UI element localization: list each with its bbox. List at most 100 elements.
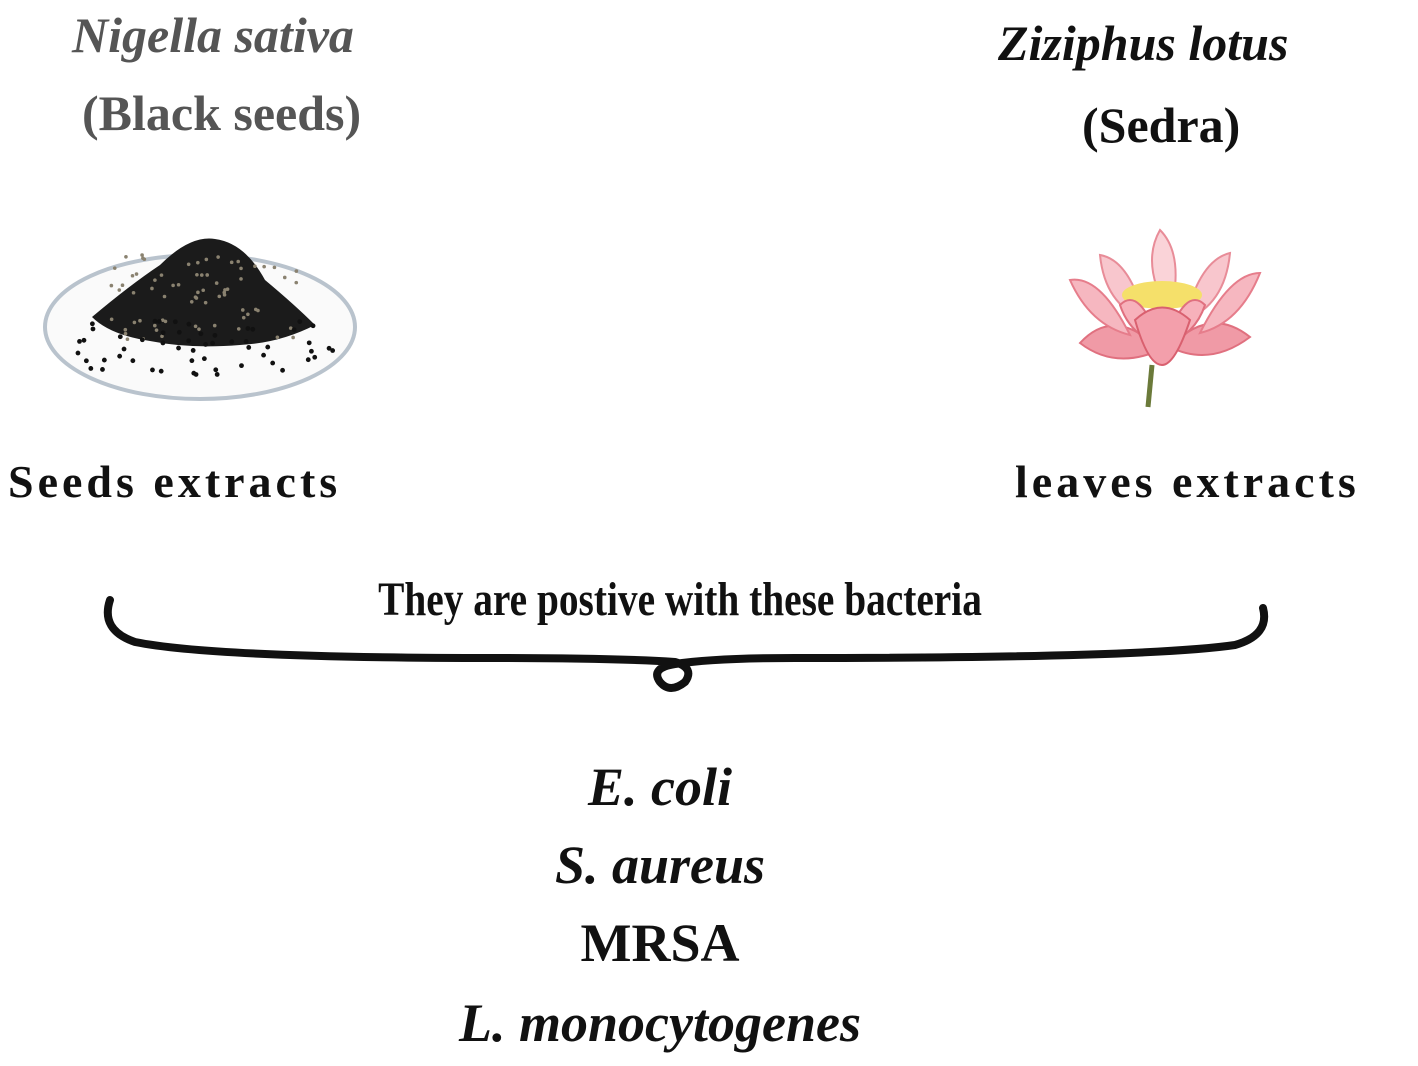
scattered-seed [210, 340, 215, 346]
seed-speck [131, 290, 136, 295]
scattered-seed [89, 321, 95, 327]
scattered-seed [160, 340, 166, 346]
seed-speck [141, 256, 145, 260]
scattered-seed [309, 348, 314, 354]
seed-speck [291, 335, 295, 340]
bacteria-item-s-aureus: S. aureus [554, 835, 766, 895]
scattered-seed [246, 345, 252, 350]
seed-speck [203, 300, 208, 305]
bacteria-item-mrsa: MRSA [580, 913, 740, 973]
scattered-seed [117, 334, 123, 340]
seed-speck [222, 293, 227, 297]
seed-speck [204, 257, 209, 262]
seed-speck [176, 282, 181, 287]
bacteria-item-e-coli: E. coli [588, 757, 732, 817]
scattered-seed [88, 366, 94, 371]
scattered-seed [330, 348, 336, 353]
seed-speck [120, 283, 125, 288]
seed-speck [241, 315, 246, 320]
seed-speck [216, 255, 220, 259]
seed-speck [236, 259, 241, 264]
seed-speck [199, 273, 204, 277]
seed-speck [212, 323, 217, 328]
seed-speck [195, 272, 199, 277]
seed-speck [123, 331, 128, 336]
seed-speck [140, 253, 144, 257]
scattered-seed [297, 319, 303, 324]
scattered-seed [239, 363, 244, 369]
scattered-seed [306, 340, 312, 346]
scattered-seed [265, 344, 271, 350]
scattered-seed [100, 367, 105, 372]
seed-speck [253, 264, 257, 269]
seed-speck [196, 260, 200, 265]
scattered-seed [139, 337, 145, 343]
seed-speck [132, 320, 137, 325]
seed-speck [109, 317, 114, 322]
seed-speck [196, 290, 200, 295]
right-plant-scientific-name: Ziziphus lotus [998, 15, 1289, 71]
seed-speck [163, 319, 168, 324]
scattered-seed [90, 326, 96, 332]
scattered-seed [201, 356, 207, 362]
scattered-seed [158, 368, 164, 374]
left-plant-scientific-name: Nigella sativa [72, 7, 354, 63]
seed-speck [150, 286, 154, 291]
seed-speck [272, 265, 277, 270]
scattered-seed [261, 352, 266, 358]
scattered-seed [75, 350, 81, 356]
seed-speck [205, 273, 210, 277]
seed-speck [275, 335, 280, 340]
seed-speck [197, 327, 201, 331]
scattered-seed [326, 345, 332, 351]
seed-speck [246, 312, 250, 317]
scattered-seed [198, 331, 204, 337]
bacteria-item-l-monocytogenes: L. monocytogenes [459, 993, 861, 1053]
seed-speck [186, 262, 191, 267]
seed-speck [229, 260, 234, 265]
scattered-seed [152, 318, 158, 324]
seed-speck [154, 328, 159, 332]
seed-speck [201, 288, 206, 293]
right-extract-label: leaves extracts [1015, 456, 1360, 507]
seed-speck [160, 318, 165, 322]
scattered-seed [176, 345, 181, 351]
seed-speck [153, 323, 157, 328]
seed-speck [123, 327, 128, 332]
scattered-seed [77, 338, 82, 344]
right-plant-common-name: (Sedra) [1082, 97, 1241, 153]
scattered-seed [203, 342, 209, 347]
brace-caption: They are postive with these bacteria [378, 573, 982, 626]
seed-speck [171, 283, 175, 288]
seed-speck [282, 275, 287, 280]
scattered-seed [270, 360, 276, 366]
seed-speck [134, 272, 139, 276]
seed-speck [125, 337, 130, 341]
scattered-seed [291, 327, 297, 333]
scattered-seed [130, 358, 136, 364]
seed-speck [253, 307, 258, 312]
seed-speck [153, 278, 157, 282]
scattered-seed [214, 372, 220, 377]
scattered-seed [245, 326, 251, 331]
seed-speck [288, 326, 293, 330]
seed-speck [117, 288, 122, 292]
seed-speck [294, 280, 299, 285]
seed-speck [239, 266, 243, 271]
seed-speck [130, 273, 135, 278]
scattered-seed [186, 321, 192, 327]
scattered-seed [250, 326, 256, 332]
scattered-seed [176, 329, 182, 335]
seed-speck [112, 266, 117, 270]
scattered-seed [229, 339, 235, 345]
left-extract-label: Seeds extracts [8, 456, 342, 507]
scattered-seed [160, 330, 166, 336]
seed-speck [240, 308, 245, 312]
seed-speck [193, 324, 198, 329]
seed-speck [162, 294, 167, 299]
scattered-seed [190, 348, 196, 353]
left-plant-common-name: (Black seeds) [82, 85, 362, 141]
scattered-seed [310, 323, 316, 329]
seed-speck [189, 299, 194, 304]
seed-speck [160, 334, 164, 339]
